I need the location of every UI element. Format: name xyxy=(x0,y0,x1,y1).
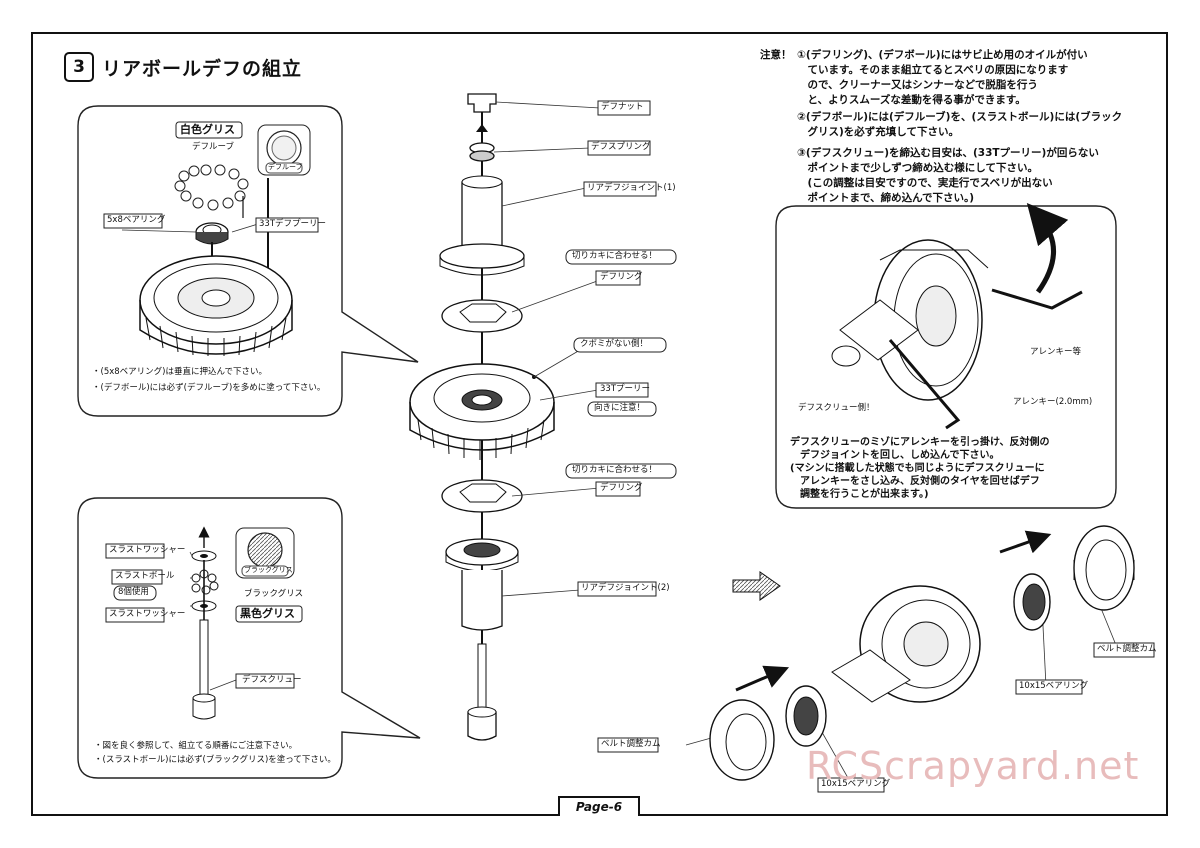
thrust-stack-drawing xyxy=(191,526,219,720)
label-box-tw2 xyxy=(105,607,165,623)
inset-top-note-1: ・(5x8ベアリング)は垂直に押込んで下さい。 xyxy=(92,367,268,377)
watermark: RCScrapyard.net xyxy=(806,744,1140,788)
transition-arrow xyxy=(732,571,781,601)
bearing-5x8-label: 5x8ベアリング xyxy=(107,215,166,225)
label-box-diff-nut xyxy=(597,100,651,116)
pulley-33t-label: 33Tデフプーリー xyxy=(259,219,327,229)
label-box-cam-l xyxy=(597,737,659,753)
inset-bottom-note-1: ・図を良く参照して、組立てる順番にご注意下さい。 xyxy=(94,741,298,751)
section-title: 3 リアボールデフの組立 xyxy=(64,52,302,82)
inset-bottom-note-2: ・(スラストボール)には必ず(ブラックグリス)を塗って下さい。 xyxy=(94,755,336,765)
caution-note-1: ①(デフリング)、(デフボール)にはサビ止め用のオイルが付い ています。そのまま… xyxy=(797,49,1088,106)
label-box-pulley-top xyxy=(255,217,319,233)
wrench-instruction: デフスクリューのミゾにアレンキーを引っ掛け、反対側の デフジョイントを回し、しめ… xyxy=(790,437,1050,500)
label-box-bearing-r xyxy=(1015,679,1083,695)
bearing-10x15-left-label: 10x15ベアリング xyxy=(821,779,891,789)
label-box-diff-spring xyxy=(587,140,651,156)
diff-lube-cup xyxy=(257,124,311,176)
diff-ring-2-label: デフリング xyxy=(600,483,643,493)
right-exploded-assembly xyxy=(709,525,1135,781)
no-recess-side-label: クボミがない側！ xyxy=(580,339,649,349)
align-notch-2-label: 切りカキに合わせる！ xyxy=(572,465,658,475)
eight-used-label: 8個使用 xyxy=(118,587,149,597)
label-box-ring-2 xyxy=(595,481,641,497)
black-grease-box xyxy=(235,605,303,623)
caution-note-2: ②(デフボール)には(デフルーブ)を、(スラストボール)には(ブラック グリス)… xyxy=(797,111,1123,138)
diff-lube-cup-caption: デフルーブ xyxy=(268,163,303,171)
label-box-no-recess xyxy=(573,337,667,353)
mind-direction-label: 向きに注意！ xyxy=(594,403,646,413)
label-box-tball xyxy=(111,569,163,585)
label-box-ring-1 xyxy=(595,270,641,286)
caution-note-3: ③(デフスクリュー)を締込む目安は、(33Tプーリー)が回らない ポイントまで少… xyxy=(797,147,1099,204)
diff-screw-label: デフスクリュー xyxy=(242,675,302,685)
label-box-eight xyxy=(113,585,157,601)
black-grease-name-label: ブラックグリス xyxy=(244,589,304,599)
rear-joint-1-label: リアデフジョイント(1) xyxy=(587,183,676,193)
black-grease-label: 黒色グリス xyxy=(240,607,295,620)
label-box-pulley xyxy=(595,382,649,398)
diff-ball-ring xyxy=(174,164,249,211)
pulley-33t-drawing xyxy=(139,255,293,356)
diff-screw-side-label: デフスクリュー側！ xyxy=(798,403,875,413)
label-box-joint-2 xyxy=(577,581,657,597)
belt-cam-right-label: ベルト調整カム xyxy=(1097,644,1157,654)
section-title-text: リアボールデフの組立 xyxy=(102,57,303,80)
belt-cam-left-label: ベルト調整カム xyxy=(601,739,661,749)
wrench-etc-label: アレンキー等 xyxy=(1030,347,1082,357)
diff-spring-label: デフスプリング xyxy=(591,142,651,152)
thrust-ball-label: スラストボール xyxy=(115,571,175,581)
diff-ring-1-label: デフリング xyxy=(600,272,643,282)
thrust-washer-2-label: スラストワッシャー xyxy=(109,609,186,619)
thrust-washer-1-label: スラストワッシャー xyxy=(109,545,186,555)
rear-joint-2-label: リアデフジョイント(2) xyxy=(581,583,670,593)
label-box-cam-r xyxy=(1093,642,1155,658)
label-box-direction xyxy=(587,401,657,417)
label-box-tw1 xyxy=(105,543,165,559)
hex-wrench-label: アレンキー(2.0mm) xyxy=(1013,397,1093,407)
diff-lube-label: デフルーブ xyxy=(192,142,234,152)
label-box-bearing xyxy=(103,213,163,229)
bearing-5x8-drawing xyxy=(195,222,229,245)
black-grease-cup xyxy=(235,527,295,579)
pulley-33t-center-label: 33Tプーリー xyxy=(600,384,651,394)
caution-lead: 注意！ xyxy=(760,49,792,61)
label-box-notch-1 xyxy=(565,249,677,265)
label-box-joint-1 xyxy=(583,181,657,197)
white-grease-label: 白色グリス xyxy=(180,123,235,136)
label-box-bearing-l xyxy=(817,777,885,793)
black-grease-cup-caption: ブラックグリス xyxy=(244,566,293,574)
diff-nut-label: デフナット xyxy=(601,102,644,112)
center-exploded-stack xyxy=(409,93,555,741)
wrench-adjust-drawing xyxy=(831,202,1083,430)
align-notch-1-label: 切りカキに合わせる！ xyxy=(572,251,658,261)
inset-bottom-bubble xyxy=(77,497,421,779)
section-number: 3 xyxy=(64,52,94,82)
white-grease-box xyxy=(175,121,243,139)
label-box-screw xyxy=(235,673,295,689)
label-box-notch-2 xyxy=(565,463,677,479)
inset-top-note-2: ・(デフボール)には必ず(デフルーブ)を多めに塗って下さい。 xyxy=(92,383,326,393)
page-number: Page-6 xyxy=(558,796,640,816)
bearing-10x15-right-label: 10x15ベアリング xyxy=(1019,681,1089,691)
